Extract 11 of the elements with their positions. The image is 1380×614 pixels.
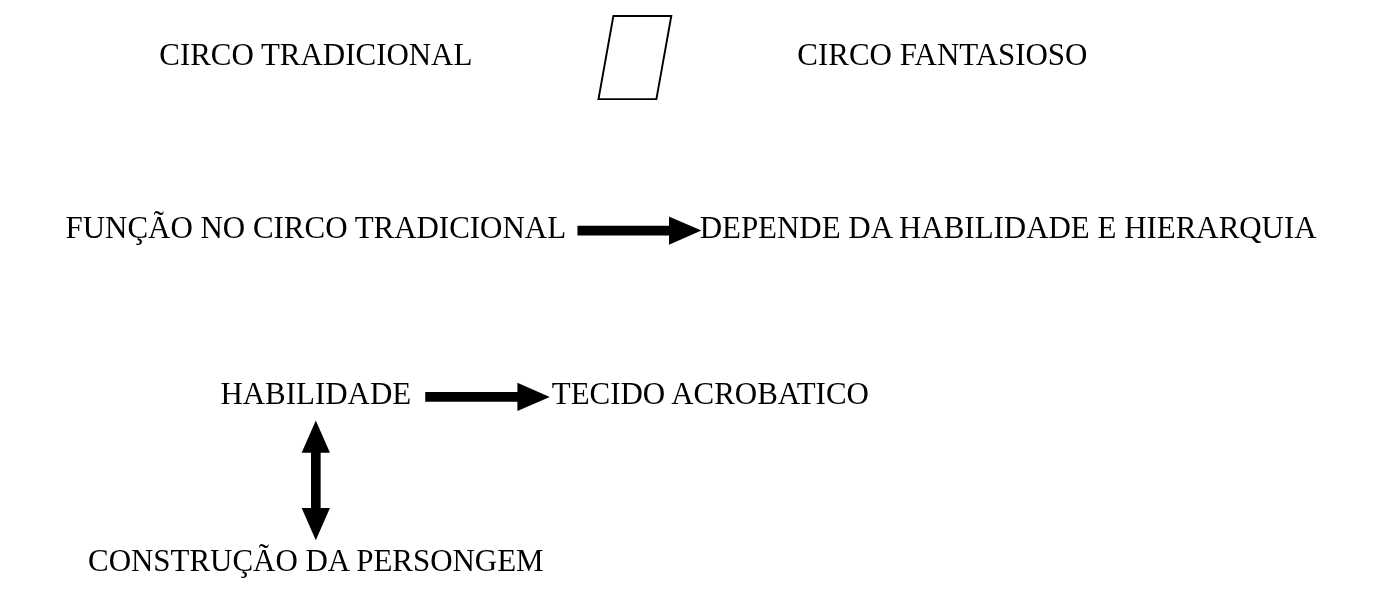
arrow <box>576 216 701 245</box>
node-parallelogram <box>596 15 672 101</box>
arrow <box>424 382 550 412</box>
arrow <box>301 420 330 541</box>
node-text: CIRCO FANTASIOSO <box>796 36 1087 72</box>
node-text: CIRCO TRADICIONAL <box>158 36 472 72</box>
node-text: TECIDO ACROBATICO <box>551 376 869 412</box>
node-text: CONSTRUÇÃO DA PERSONGEM <box>87 542 544 578</box>
node-text: FUNÇÃO NO CIRCO TRADICIONAL <box>65 209 566 245</box>
node-text: HABILIDADE <box>219 376 411 412</box>
node-text: DEPENDE DA HABILIDADE E HIERARQUIA <box>699 209 1317 245</box>
